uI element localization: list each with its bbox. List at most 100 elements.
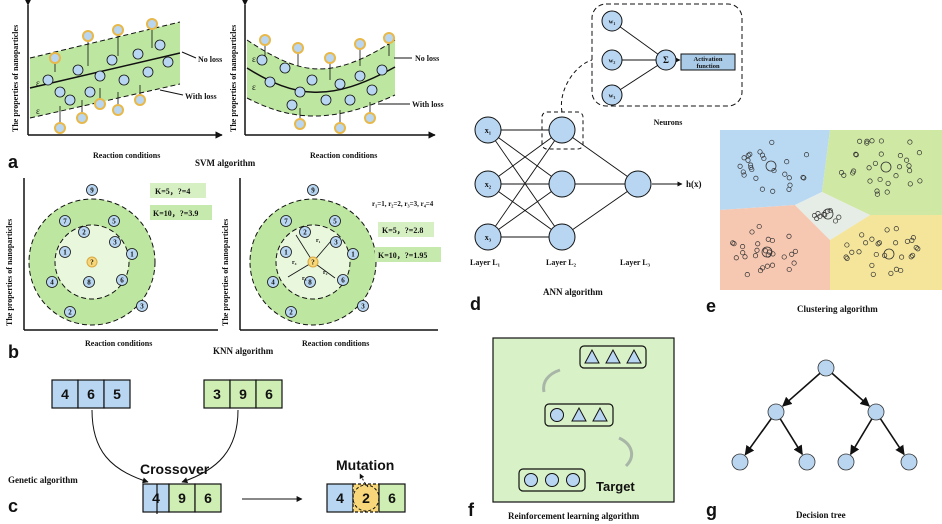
svm-right-ylabel: The properties of nanoparticles — [229, 25, 238, 132]
knn-query-point — [86, 256, 98, 268]
tree-node — [867, 403, 885, 421]
knn-left-ylabel: The properties of nanoparticles — [5, 219, 14, 326]
knn-data-point — [267, 276, 279, 288]
knn-data-point — [337, 274, 349, 286]
knn-point-label: 3 — [140, 303, 144, 311]
cluster-point — [757, 149, 763, 155]
cluster-point — [769, 262, 776, 268]
cluster-point — [893, 226, 899, 232]
cluster-point — [742, 254, 748, 260]
cluster-point — [893, 173, 899, 179]
ann-input-node — [474, 223, 502, 251]
cluster-point — [752, 253, 759, 259]
cluster-point — [755, 241, 761, 247]
ann-input-label: x₁ — [485, 126, 492, 135]
data-point — [118, 74, 130, 86]
cluster-point — [800, 174, 806, 180]
knn-result-box — [378, 222, 434, 237]
layer-label-2: Layer L₂ — [546, 258, 577, 267]
cluster-point — [869, 236, 875, 242]
cluster-point — [866, 165, 872, 171]
data-point — [142, 66, 154, 78]
rl-title: Reinforcement learning algorithm — [508, 511, 640, 521]
knn-point-label: 5 — [333, 218, 337, 226]
knn-result-box — [375, 247, 441, 262]
knn-right-k10: K=10，?=1.95 — [378, 251, 427, 260]
data-point-with-loss — [112, 104, 124, 116]
cluster-point — [740, 250, 746, 256]
neuron-weight-node — [601, 49, 623, 71]
data-point — [279, 62, 291, 74]
svm-with-loss-label: With loss — [185, 92, 217, 101]
data-point — [376, 64, 388, 76]
data-point — [264, 76, 276, 88]
r2-label: r₂ — [323, 270, 328, 276]
cluster-point — [811, 213, 818, 219]
data-point — [294, 86, 306, 98]
knn-data-point — [46, 276, 58, 288]
rl-circle — [524, 473, 538, 487]
knn-point-label: 3 — [361, 303, 365, 311]
data-point-with-loss — [76, 112, 88, 124]
knn-point-label: 3 — [334, 239, 338, 247]
cluster-point — [786, 266, 792, 273]
epsilon-label: ε — [36, 106, 40, 116]
gene-value: 6 — [388, 490, 396, 506]
cluster-point — [836, 214, 842, 220]
cluster-point — [853, 151, 859, 157]
svm-right-xlabel: Reaction conditions — [310, 151, 377, 160]
cluster-point — [748, 164, 754, 171]
cluster-point — [731, 241, 737, 247]
cluster-point — [844, 242, 850, 248]
neurons-label: Neurons — [654, 118, 683, 127]
cluster-point — [898, 267, 904, 274]
tree-node — [767, 403, 785, 421]
cluster-point — [760, 265, 766, 271]
rl-state-3 — [579, 345, 647, 369]
ann-connection — [561, 129, 639, 185]
cluster-point — [899, 254, 905, 260]
r1-label: r₁ — [316, 238, 321, 244]
data-point — [54, 86, 66, 98]
gene-cell — [326, 483, 354, 513]
cluster-region-yellow — [830, 215, 942, 290]
cluster-point — [878, 151, 884, 157]
panel-letter-b: b — [8, 342, 19, 362]
gene-cell — [194, 483, 222, 513]
tree-edge — [849, 418, 873, 456]
cluster-point — [913, 244, 919, 251]
data-point — [106, 54, 118, 66]
data-point — [64, 94, 76, 106]
ann-hidden-node — [548, 116, 576, 144]
cluster-point — [869, 262, 875, 268]
data-point-with-loss — [364, 112, 376, 124]
knn-right-ylabel: The properties of nanoparticles — [221, 219, 230, 326]
cluster-point — [747, 151, 753, 157]
data-point-with-loss — [54, 122, 66, 134]
rl-triangle — [584, 348, 600, 364]
ann-title: ANN algorithm — [543, 287, 603, 297]
cluster-centroid — [822, 208, 834, 220]
cluster-point — [770, 251, 776, 257]
rl-triangle — [605, 348, 621, 364]
cluster-point — [915, 246, 921, 252]
cluster-point — [745, 152, 751, 158]
gene-cell — [51, 379, 79, 409]
knn-point-label: 5 — [112, 218, 116, 226]
cluster-point — [740, 169, 746, 175]
cluster-point — [782, 171, 788, 177]
knn-point-label: 4 — [271, 279, 275, 287]
summation-label: Σ — [663, 55, 669, 65]
svm-title: SVM algorithm — [195, 158, 256, 168]
cluster-point — [759, 152, 766, 158]
gene-cell — [255, 379, 283, 409]
cluster-point — [863, 240, 869, 246]
panel-letter-g: g — [706, 500, 717, 520]
gene-cell — [229, 379, 257, 409]
knn-data-point — [126, 248, 138, 260]
